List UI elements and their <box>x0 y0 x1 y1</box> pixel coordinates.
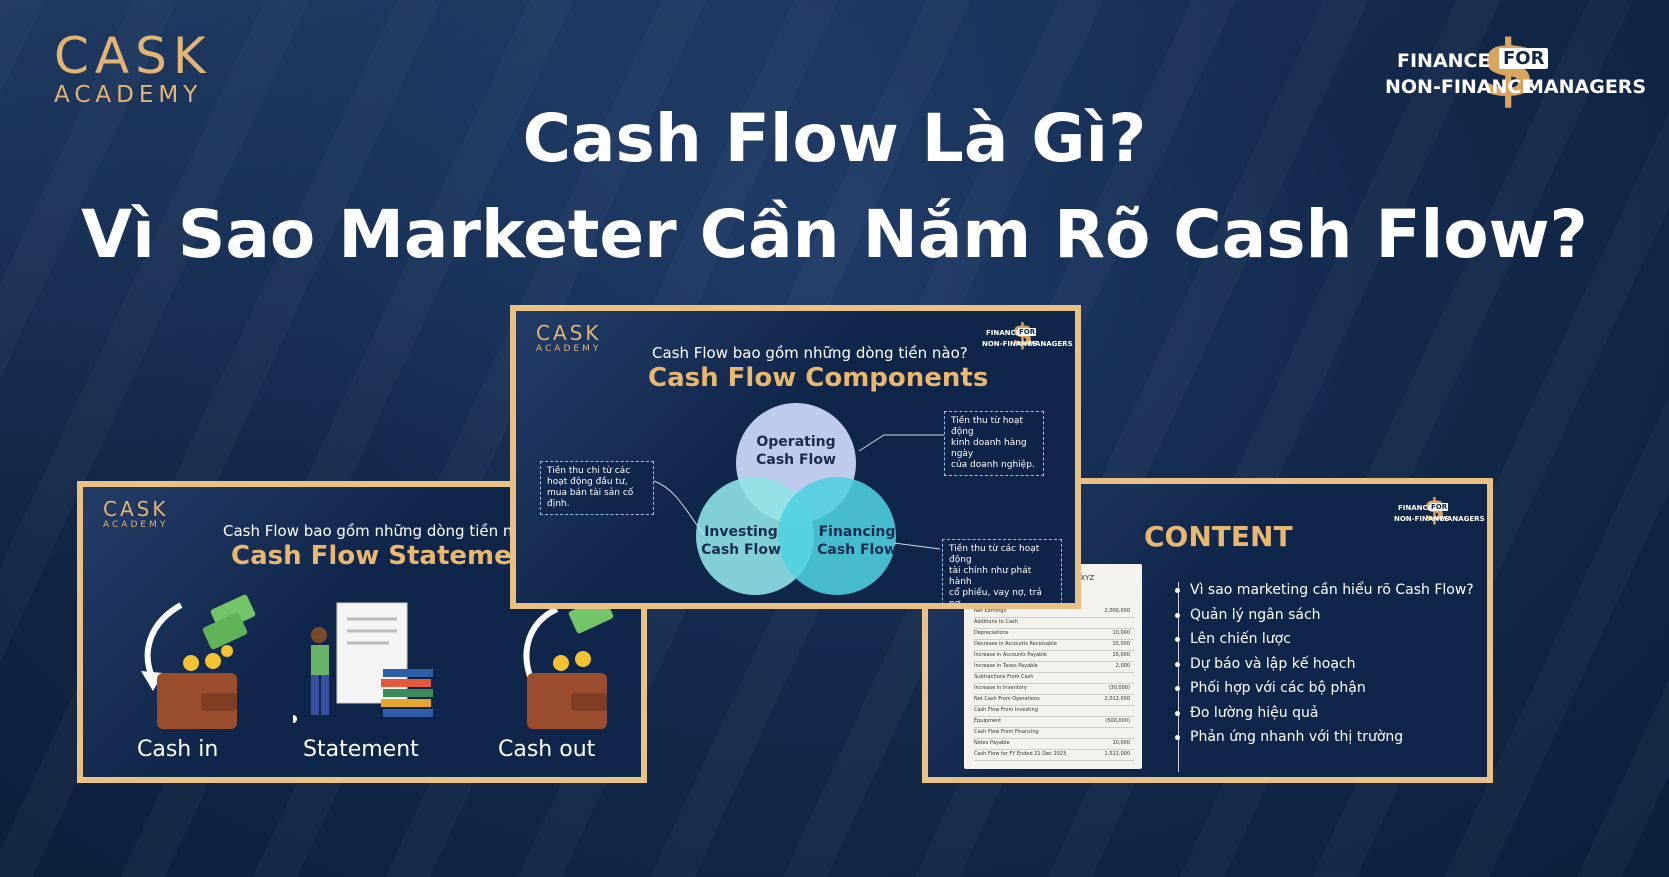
bullet-dot-icon <box>1175 735 1180 740</box>
statement-row-value: 10,000 <box>1112 740 1131 746</box>
slide-title: CONTENT <box>1144 520 1293 553</box>
arrow-icon <box>144 602 183 681</box>
statement-illustration <box>293 602 433 723</box>
content-bullet: Vì sao marketing cần hiểu rõ Cash Flow? <box>1175 582 1474 598</box>
cask-academy-logo: CASK ACADEMY <box>54 30 212 108</box>
logo-line2: ACADEMY <box>54 82 203 108</box>
slide-logo: CASK ACADEMY <box>536 321 602 354</box>
statement-row: Cash Flow From Financing <box>974 729 1134 739</box>
statement-row-label: Increase in Taxes Payable <box>974 663 1038 669</box>
statement-row-label: Increase in Inventory <box>974 685 1027 691</box>
bullet-dot-icon <box>1175 637 1180 642</box>
content-bullet: Lên chiến lược <box>1175 631 1291 647</box>
headline-line2: Vì Sao Marketer Cần Nắm Rõ Cash Flow? <box>81 196 1588 273</box>
slide-title: Cash Flow Statement <box>231 541 543 571</box>
logo-line1: CASK <box>54 27 212 85</box>
statement-row-value: 10,000 <box>1112 630 1131 636</box>
statement-row-label: Subtractions From Cash <box>974 674 1034 680</box>
slide-question: Cash Flow bao gồm những dòng tiền nào? <box>652 344 968 362</box>
financing-circle <box>778 477 896 595</box>
bullet-dot-icon <box>1175 686 1180 691</box>
bullet-dot-icon <box>1175 661 1180 667</box>
statement-row: Subtractions From Cash <box>974 674 1134 684</box>
slide-cash-flow-statement: CASK ACADEMY Cash Flow bao gồm những dòn… <box>77 481 647 783</box>
bullet-dot-icon <box>1175 612 1180 618</box>
label-cash-out: Cash out <box>498 737 596 762</box>
statement-row: Net Earnings 2,000,000 <box>974 608 1134 618</box>
logo-for: FOR <box>1499 48 1549 69</box>
statement-row: Increase in Taxes Payable 2,000 <box>974 663 1134 673</box>
content-bullet-text: Phối hợp với các bộ phận <box>1190 680 1366 696</box>
statement-row-label: Cash Flow From Financing <box>974 729 1039 735</box>
content-bullet-text: Phản ứng nhanh với thị trường <box>1190 729 1404 745</box>
content-bullet: Đo lường hiệu quả <box>1175 704 1319 721</box>
statement-row: Increase in Accounts Payable 15,000 <box>974 652 1134 662</box>
statement-row-label: Notes Payable <box>974 740 1010 746</box>
statement-row: Notes Payable 10,000 <box>974 740 1134 750</box>
statement-row: Equipment (500,000) <box>974 718 1134 728</box>
statement-row-value: (500,000) <box>1105 718 1130 724</box>
finance-program-logo: $ FINANCE FOR NON-FINANCE MANAGERS <box>1385 30 1646 116</box>
content-bullet: Phản ứng nhanh với thị trường <box>1175 729 1404 745</box>
bullet-dot-icon <box>1175 710 1180 716</box>
dollar-icon: $ <box>1481 25 1536 115</box>
logo-non-finance: NON-FINANCE <box>1385 76 1535 98</box>
content-bullet-text: Vì sao marketing cần hiểu rõ Cash Flow? <box>1190 582 1474 598</box>
statement-row-label: Additions to Cash <box>974 619 1018 625</box>
statement-row: Additions to Cash <box>974 619 1134 629</box>
statement-row-label: Increase in Accounts Payable <box>974 652 1047 658</box>
content-bullet-text: Dự báo và lập kế hoạch <box>1190 655 1356 672</box>
statement-row-label: Cash Flow From Investing <box>974 707 1038 713</box>
bullet-dot-icon <box>1175 588 1180 593</box>
content-bullet-text: Đo lường hiệu quả <box>1190 704 1319 721</box>
statement-row: Net Cash From Operations 2,012,000 <box>974 696 1134 706</box>
statement-row-value: (30,000) <box>1108 685 1130 691</box>
statement-row-value: 15,000 <box>1112 652 1131 658</box>
statement-row-label: Depreciations <box>974 630 1009 636</box>
logo-finance: FINANCE <box>1397 50 1491 72</box>
statement-row: Decrease in Accounts Receivable 15,000 <box>974 641 1134 651</box>
slide-title: Cash Flow Components <box>648 363 989 393</box>
label-cash-in: Cash in <box>137 737 219 762</box>
content-bullet: Dự báo và lập kế hoạch <box>1175 655 1356 672</box>
content-bullet: Quản lý ngân sách <box>1175 606 1321 623</box>
statement-row-label: Equipment <box>974 718 1002 724</box>
statement-row-value: 2,012,000 <box>1104 696 1130 702</box>
content-bullet: Phối hợp với các bộ phận <box>1175 680 1366 696</box>
slide-question: Cash Flow bao gồm những dòng tiền nào? <box>223 522 539 540</box>
content-bullet-text: Lên chiến lược <box>1190 631 1291 647</box>
statement-row: Cash Flow for FY Ended 21 Dec 2023 1,522,… <box>974 751 1134 761</box>
cash-in-illustration <box>141 594 256 729</box>
statement-row: Depreciations 10,000 <box>974 630 1134 640</box>
statement-row: Increase in Inventory (30,000) <box>974 685 1134 695</box>
statement-row-value: 2,000 <box>1115 663 1130 669</box>
connector-lines <box>653 434 944 550</box>
logo-managers: MANAGERS <box>1525 76 1647 98</box>
cash-out-illustration <box>523 596 614 729</box>
content-bullet-text: Quản lý ngân sách <box>1190 606 1321 623</box>
slide-logo: CASK ACADEMY <box>103 497 169 530</box>
statement-row-label: Decrease in Accounts Receivable <box>974 641 1057 647</box>
headline-line1: Cash Flow Là Gì? <box>522 100 1147 177</box>
statement-row-label: Cash Flow for FY Ended 21 Dec 2023 <box>974 751 1067 757</box>
statement-row-value: 2,000,000 <box>1104 608 1130 614</box>
statement-row-label: Net Cash From Operations <box>974 696 1040 702</box>
label-statement: Statement <box>303 737 419 762</box>
statement-row-label: Net Earnings <box>974 608 1007 614</box>
statement-row: Cash Flow From Investing <box>974 707 1134 717</box>
statement-row-value: 15,000 <box>1112 641 1131 647</box>
statement-row-value: 1,522,000 <box>1104 751 1130 757</box>
